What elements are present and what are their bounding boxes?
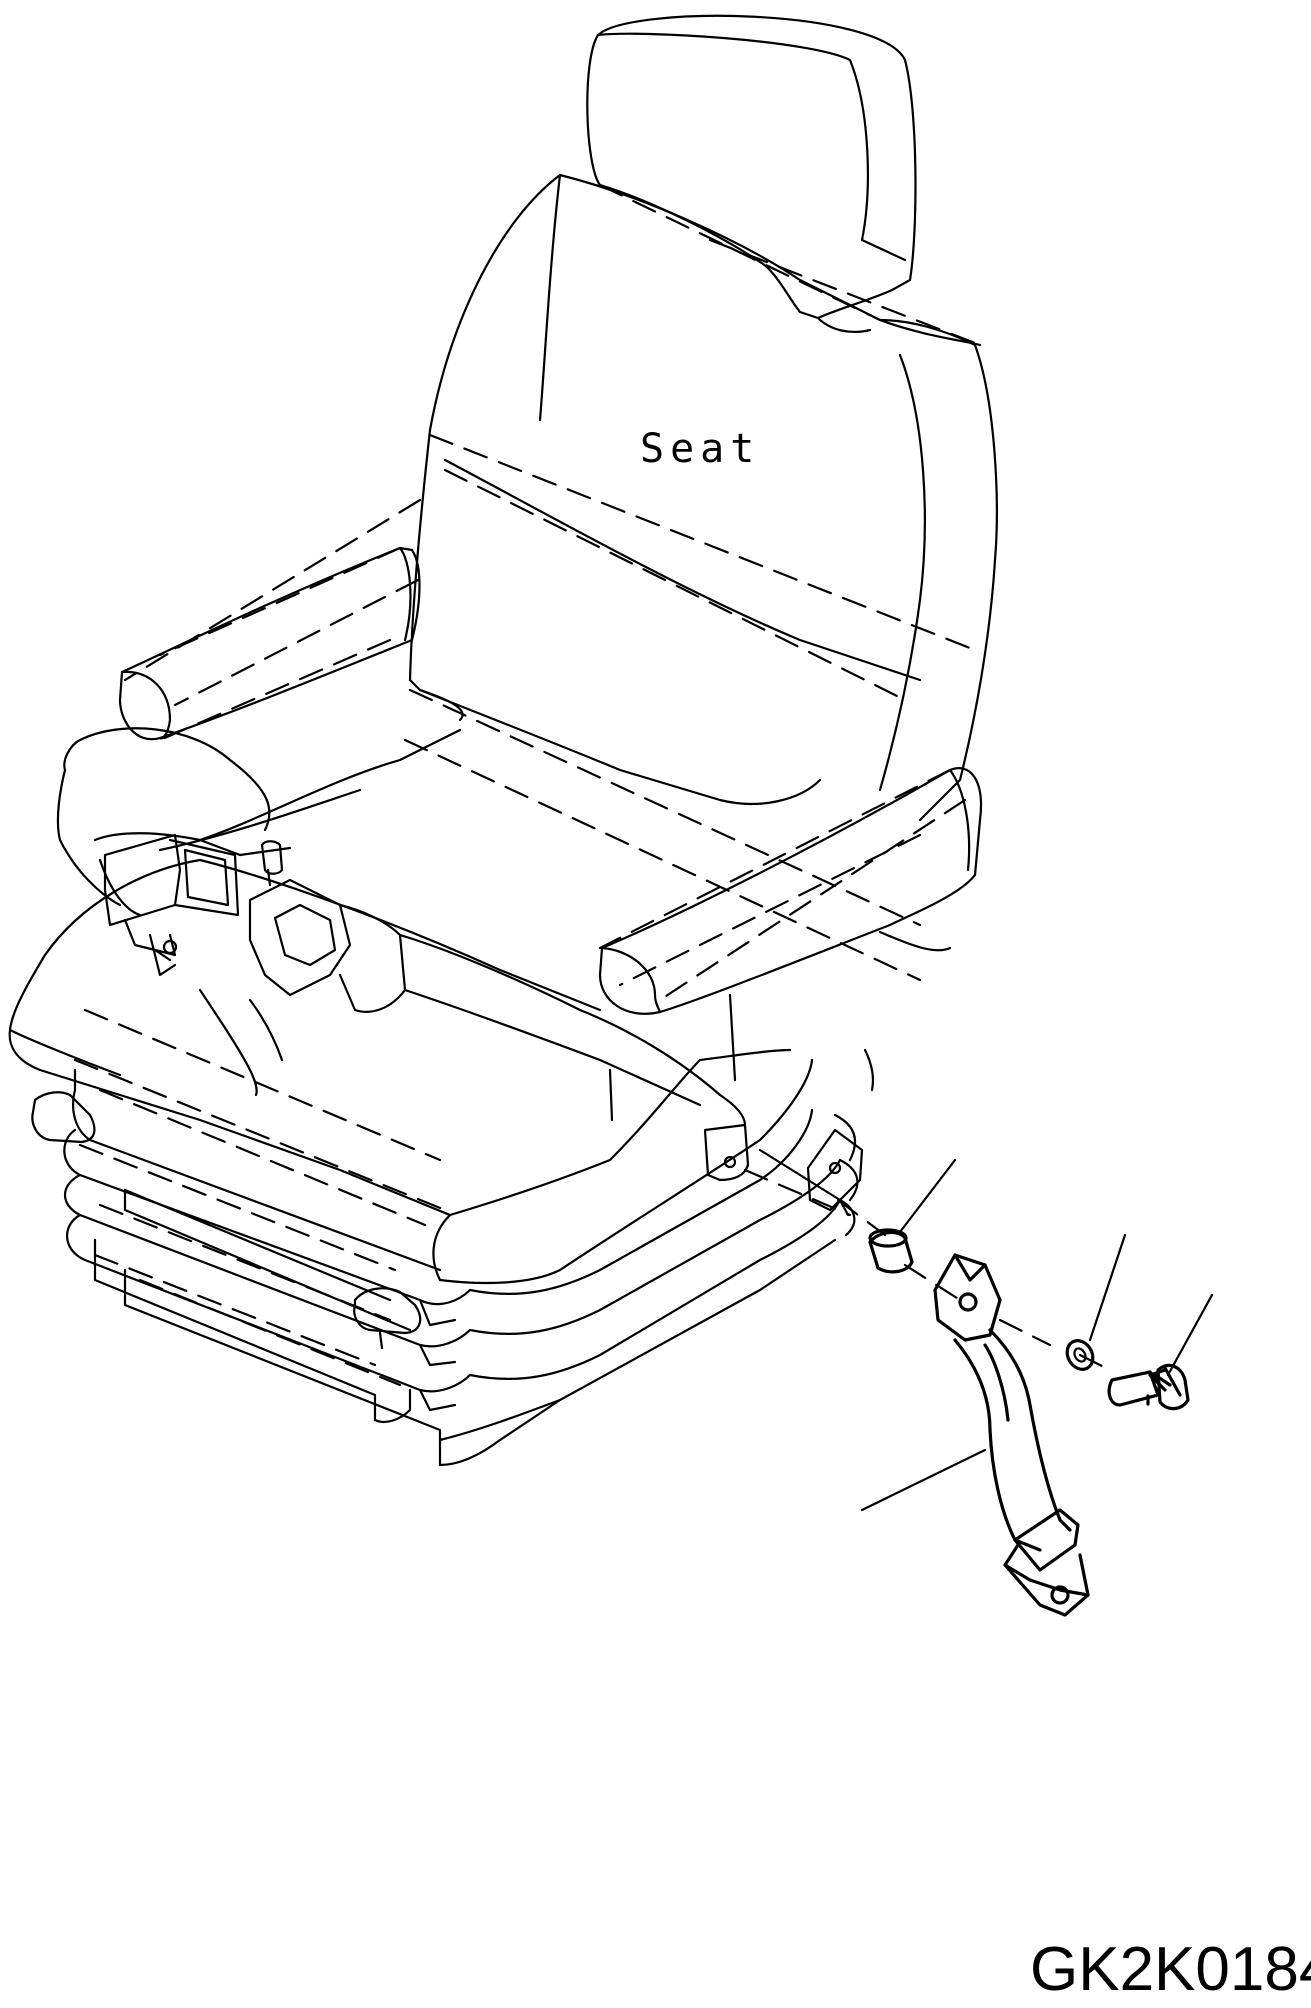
right-armrest bbox=[598, 767, 983, 1015]
seat-label: Seat bbox=[640, 426, 760, 472]
drawing-code: GK2K0184 bbox=[1030, 1935, 1311, 2004]
bolt bbox=[1107, 1293, 1214, 1411]
lap-belt-on-seat bbox=[56, 727, 750, 1182]
left-armrest bbox=[118, 546, 421, 741]
spacer-collar bbox=[868, 1158, 957, 1274]
seat-belt-strap bbox=[860, 1253, 1090, 1617]
mount-bracket bbox=[758, 1128, 864, 1217]
seat-side-tabs bbox=[31, 1091, 422, 1350]
headrest bbox=[586, 14, 917, 334]
assembly-guide-lines bbox=[73, 183, 1112, 1387]
suspension-base bbox=[63, 1068, 859, 1467]
backrest bbox=[408, 173, 998, 822]
seat-cushion bbox=[8, 858, 874, 1285]
washer bbox=[1065, 1233, 1127, 1371]
